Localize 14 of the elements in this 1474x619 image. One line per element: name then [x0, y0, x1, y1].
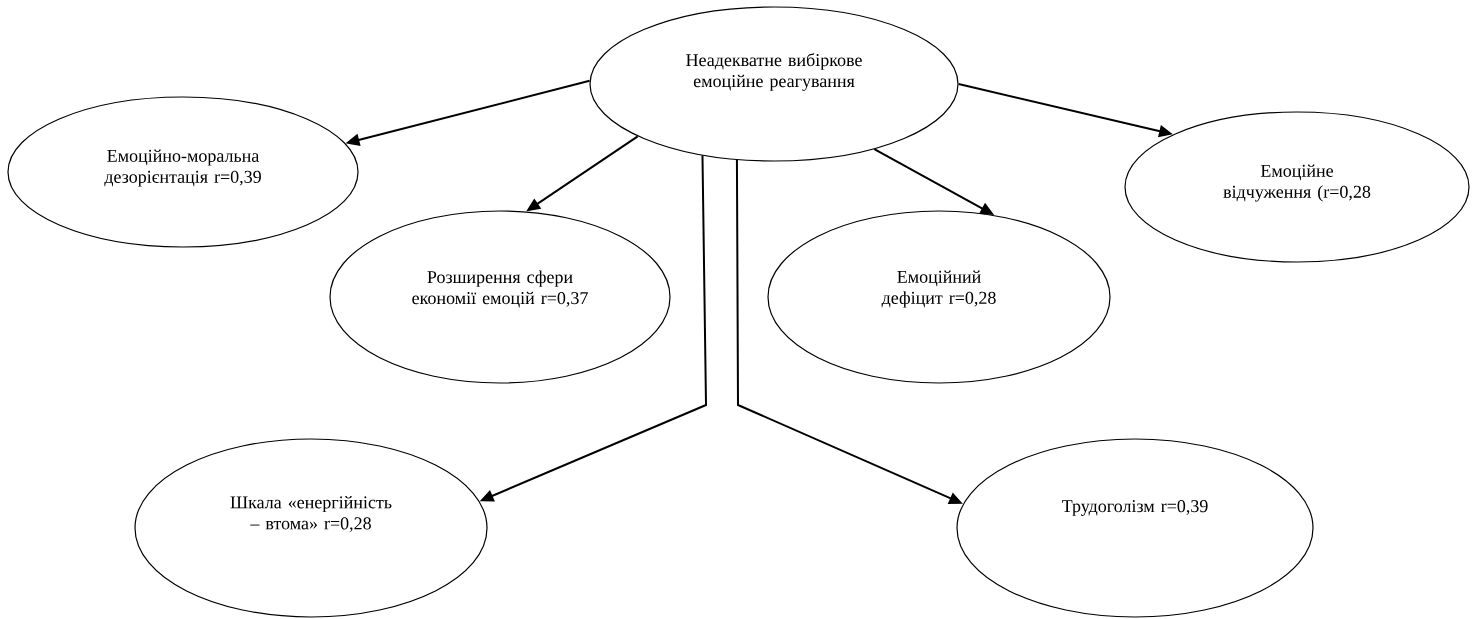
node-text: Трудоголізм r=0,39 — [1062, 500, 1208, 516]
ellipse-node — [7, 96, 359, 248]
node-text: Емоційно-моральна дезорієнтація r=0,39 — [104, 149, 261, 187]
ellipse-node — [956, 438, 1314, 618]
ellipse-node — [329, 210, 671, 384]
node-text: Емоційне відчуження (r=0,28 — [1223, 164, 1371, 202]
ellipse-node — [589, 6, 959, 162]
ellipse-node — [767, 210, 1111, 384]
node-text: Шкала «енергійність – втома» r=0,28 — [230, 495, 392, 532]
node-text: Неадекватне вибіркове емоційне реагування — [686, 53, 862, 91]
ellipse-node — [1124, 111, 1470, 263]
ellipse-node — [134, 438, 488, 618]
node-text: Емоційний дефіцит r=0,28 — [881, 270, 996, 308]
node-text: Розширення сфери економії емоцій r=0,37 — [412, 270, 588, 308]
